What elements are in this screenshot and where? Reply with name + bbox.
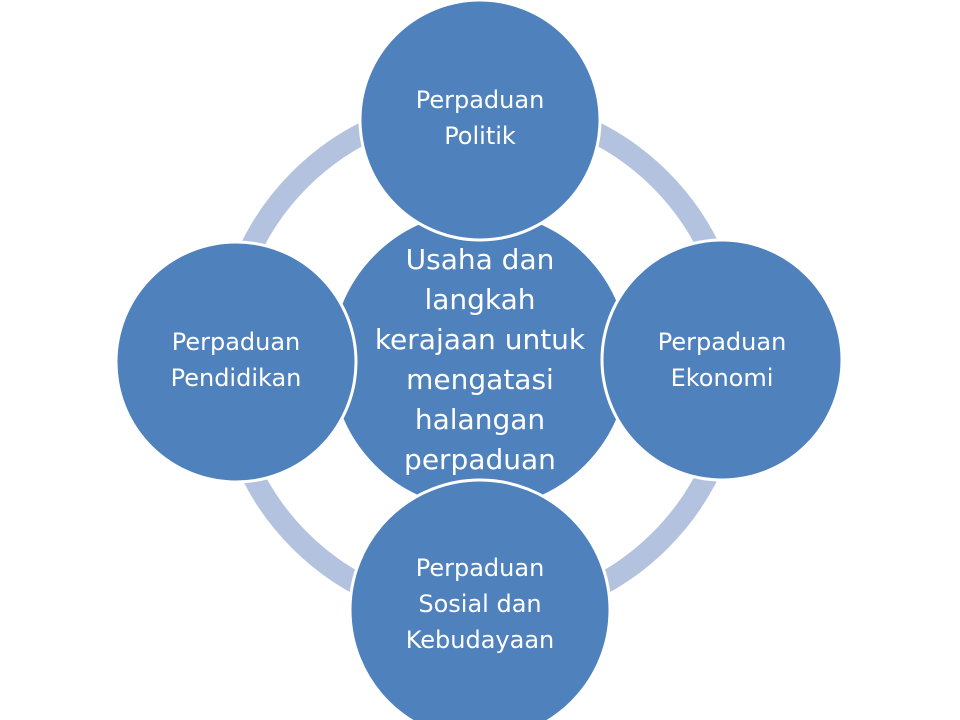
node-label-pendidikan: Perpaduan Pendidikan xyxy=(170,328,302,392)
center-label: Usaha dan langkah kerajaan untuk mengata… xyxy=(374,243,586,476)
node-circle-sosial-kebudayaan xyxy=(348,478,612,720)
node-circle-politik xyxy=(358,0,602,242)
node-label-sosial-kebudayaan: Perpaduan Sosial dan Kebudayaan xyxy=(405,554,555,654)
node-label-politik: Perpaduan Politik xyxy=(415,86,545,150)
node-circle-ekonomi xyxy=(600,238,844,482)
node-label-ekonomi: Perpaduan Ekonomi xyxy=(657,328,787,392)
node-circle-pendidikan xyxy=(114,240,358,484)
